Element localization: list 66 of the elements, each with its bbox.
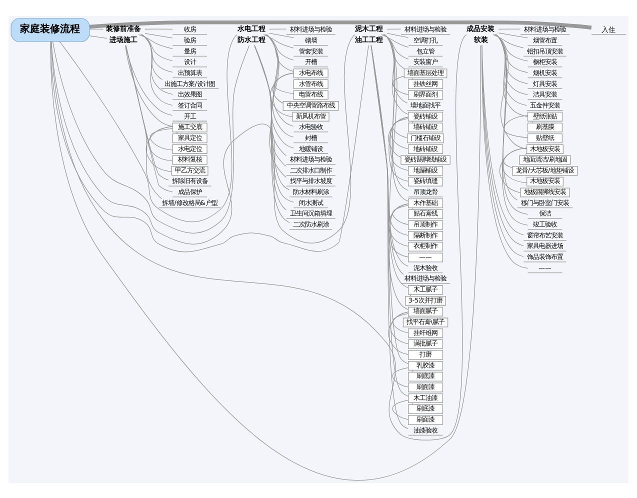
connector	[386, 32, 408, 38]
connector	[126, 44, 173, 192]
connector	[492, 34, 524, 48]
connector	[386, 28, 402, 29]
connector	[268, 32, 294, 38]
connector	[392, 399, 409, 420]
connector	[390, 202, 409, 257]
connector	[392, 75, 409, 94]
connector	[388, 116, 409, 158]
connector	[140, 34, 173, 61]
connector	[141, 34, 173, 72]
connector	[382, 34, 409, 59]
connector	[495, 34, 528, 84]
connector	[144, 32, 173, 38]
connector	[254, 44, 294, 202]
connector	[142, 34, 173, 106]
connector	[89, 34, 108, 38]
connector	[390, 202, 409, 236]
connector	[388, 311, 409, 354]
connector	[126, 44, 162, 199]
connector	[495, 34, 528, 116]
connector	[495, 34, 528, 106]
connector	[495, 34, 528, 94]
connector	[263, 34, 294, 48]
connector	[265, 34, 294, 72]
connector	[146, 126, 173, 172]
connector	[383, 34, 405, 69]
connector	[270, 72, 294, 117]
connector	[141, 34, 173, 94]
connector	[89, 28, 104, 29]
connector	[390, 311, 409, 344]
connector	[148, 126, 173, 161]
connector	[388, 202, 409, 246]
connector	[254, 44, 286, 210]
connector	[526, 152, 527, 156]
connector	[503, 114, 528, 138]
connector	[392, 312, 409, 333]
connector	[494, 34, 528, 72]
connector	[138, 34, 173, 49]
connector	[388, 116, 409, 182]
connector	[392, 366, 409, 387]
connector	[141, 34, 163, 80]
connector	[381, 34, 409, 48]
connector	[498, 28, 521, 29]
connector	[384, 34, 408, 266]
connector	[494, 34, 528, 61]
connector	[499, 147, 527, 192]
connector	[254, 44, 290, 222]
connector	[264, 34, 294, 60]
connector	[89, 20, 592, 30]
connector	[384, 34, 408, 114]
connector	[144, 28, 173, 29]
connector	[390, 116, 409, 170]
connector	[254, 44, 290, 190]
connector	[59, 34, 238, 222]
node-box: 家庭装修流程	[10, 18, 90, 42]
connector	[392, 118, 408, 138]
connector	[268, 28, 287, 29]
connector	[150, 128, 173, 150]
connector	[52, 40, 250, 233]
connector	[392, 204, 409, 224]
connector	[498, 32, 528, 38]
connector	[390, 116, 409, 149]
connector	[496, 34, 528, 149]
connector	[384, 34, 408, 103]
connector	[408, 315, 410, 318]
